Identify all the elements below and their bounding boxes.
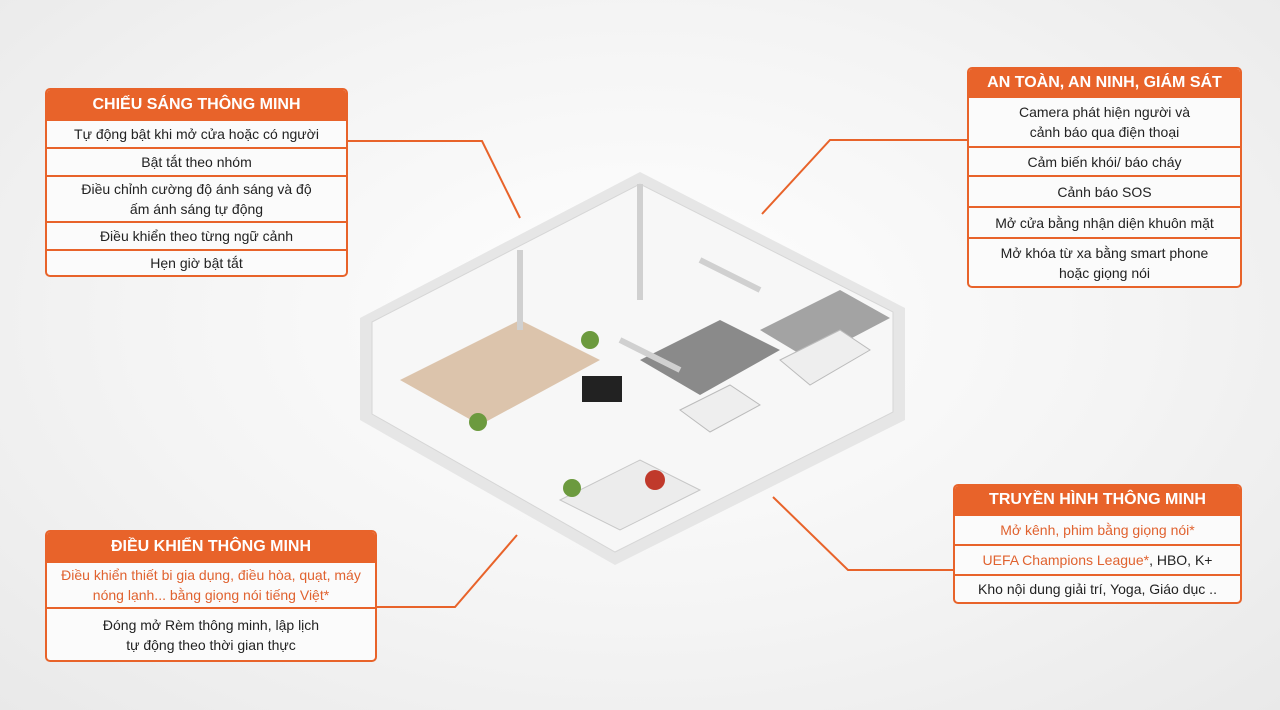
feature-item: Kho nội dung giải trí, Yoga, Giáo dục ..: [955, 574, 1240, 602]
lighting-panel: CHIẾU SÁNG THÔNG MINH Tự động bật khi mở…: [45, 88, 348, 277]
feature-item: Điều khiển thiết bi gia dụng, điều hòa, …: [47, 561, 375, 607]
tv-panel: TRUYỀN HÌNH THÔNG MINH Mở kênh, phim bằn…: [953, 484, 1242, 604]
security-title: AN TOÀN, AN NINH, GIÁM SÁT: [969, 69, 1240, 96]
control-panel: ĐIỀU KHIỂN THÔNG MINH Điều khiển thiết b…: [45, 530, 377, 662]
feature-item: Mở cửa bằng nhận diện khuôn mặt: [969, 206, 1240, 237]
feature-item: Hẹn giờ bật tắt: [47, 249, 346, 275]
feature-item: Điều chỉnh cường độ ánh sáng và độ ấm án…: [47, 175, 346, 221]
apartment-floor-plan: [360, 172, 905, 565]
feature-item-highlight: UEFA Champions League*: [982, 552, 1150, 568]
feature-item: UEFA Champions League*, HBO, K+: [955, 544, 1240, 574]
lighting-title: CHIẾU SÁNG THÔNG MINH: [47, 90, 346, 119]
feature-item: Bật tắt theo nhóm: [47, 147, 346, 175]
security-panel: AN TOÀN, AN NINH, GIÁM SÁT Camera phát h…: [967, 67, 1242, 288]
feature-item: Camera phát hiện người và cảnh báo qua đ…: [969, 96, 1240, 146]
control-title: ĐIỀU KHIỂN THÔNG MINH: [47, 532, 375, 561]
feature-item: Đóng mở Rèm thông minh, lập lịch tự động…: [47, 607, 375, 660]
feature-item: Điều khiển theo từng ngữ cảnh: [47, 221, 346, 249]
feature-item: Tự động bật khi mở cửa hoặc có người: [47, 119, 346, 147]
feature-item: Cảnh báo SOS: [969, 175, 1240, 206]
connector-lines: [347, 139, 967, 608]
feature-item: Cảm biến khói/ báo cháy: [969, 146, 1240, 175]
feature-item-rest: , HBO, K+: [1149, 552, 1213, 568]
feature-item: Mở khóa từ xa bằng smart phone hoặc giọn…: [969, 237, 1240, 286]
tv-title: TRUYỀN HÌNH THÔNG MINH: [955, 486, 1240, 514]
feature-item: Mở kênh, phim bằng giọng nói*: [955, 514, 1240, 544]
